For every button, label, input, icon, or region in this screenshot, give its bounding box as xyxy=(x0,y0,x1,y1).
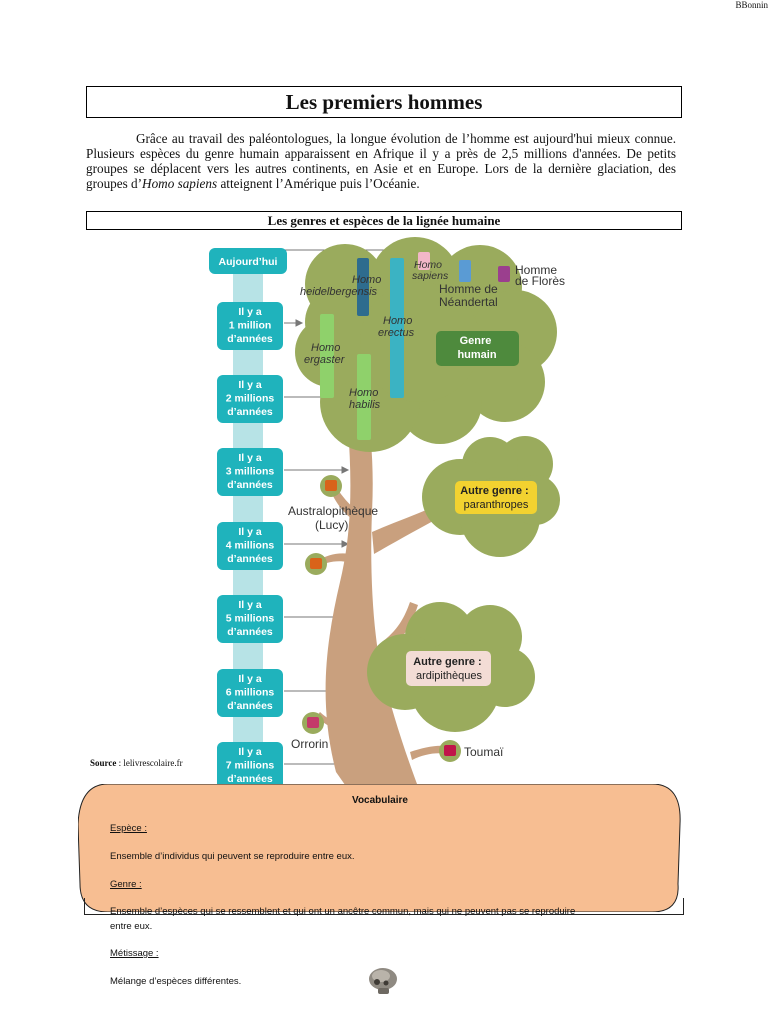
intro-text-end: atteignent l’Amérique puis l’Océanie. xyxy=(217,176,420,191)
term-genre: Genre : xyxy=(110,879,142,890)
timeline-box: Aujourd’hui xyxy=(209,248,287,274)
svg-text:Genre humain: Genre humain xyxy=(457,335,496,361)
image-source: Source : lelivrescolaire.fr xyxy=(90,758,183,768)
timeline-label: Aujourd’hui xyxy=(219,256,278,268)
label-homme-de-neandertal: Homme de Néandertal xyxy=(439,282,501,309)
vocabulary-box-edge xyxy=(84,898,684,915)
definition-metissage: Mélange d’espèces différentes. xyxy=(110,976,242,987)
source-text: : lelivrescolaire.fr xyxy=(116,758,183,768)
label-toumai: Toumaï xyxy=(464,745,504,759)
svg-text:Autre genre : paranthrop: Autre genre : paranthropes xyxy=(460,485,532,511)
author-name: BBonnin xyxy=(735,0,768,10)
definition-espece: Ensemble d’individus qui peuvent se repr… xyxy=(110,851,355,862)
genus-box-humain: Genre humain xyxy=(436,331,519,366)
bar-neandertal xyxy=(459,260,471,282)
bar-homo-sapiens xyxy=(418,252,430,270)
vocabulary-box-shape xyxy=(78,784,681,912)
term-espece: Espèce : xyxy=(110,823,147,834)
intro-paragraph: Grâce au travail des paléontologues, la … xyxy=(86,131,676,191)
genus-box-ardipitheques: Autre genre : ardipithèques xyxy=(406,651,491,686)
skull-image xyxy=(369,968,397,994)
intro-text: Grâce au travail des paléontologues, la … xyxy=(86,131,676,191)
bar-homo-erectus xyxy=(390,258,404,398)
human-lineage-tree: Homo heidelbergensis Homo sapiens Homo e… xyxy=(209,237,565,792)
bar-homme-de-flores xyxy=(498,266,510,282)
vocabulary-title: Vocabulaire xyxy=(352,795,408,806)
term-metissage: Métissage : xyxy=(110,948,159,959)
label-homo-sapiens: Homo sapiens xyxy=(412,259,449,282)
svg-text:Autre genre : ardipithèq: Autre genre : ardipithèques xyxy=(413,656,485,682)
marker-toumai xyxy=(444,745,456,756)
source-label: Source xyxy=(90,758,117,768)
label-homo-erectus: Homo erectus xyxy=(378,315,415,339)
bar-homo-ergaster xyxy=(320,314,334,398)
page-title: Les premiers hommes xyxy=(86,86,682,118)
marker-australopitheque-a xyxy=(325,480,337,491)
marker-australopitheque-b xyxy=(310,558,322,569)
figure-heading: Les genres et espèces de la lignée humai… xyxy=(86,211,682,230)
bar-homo-habilis xyxy=(357,354,371,440)
genus-box-paranthropes: Autre genre : paranthropes xyxy=(455,481,537,514)
label-homo-habilis: Homo habilis xyxy=(349,387,381,411)
label-australopitheque: Australopithèque (Lucy) xyxy=(288,504,381,532)
marker-orrorin xyxy=(307,717,319,728)
label-homo-heidelbergensis: Homo heidelbergensis xyxy=(300,274,384,298)
label-homme-de-flores: Homme de Florès xyxy=(515,263,565,288)
bar-homo-heidelbergensis xyxy=(357,258,369,316)
intro-species-name: Homo sapiens xyxy=(142,176,218,191)
label-homo-ergaster: Homo ergaster xyxy=(304,342,346,366)
label-orrorin: Orrorin xyxy=(291,737,328,751)
definition-genre-continued: entre eux. xyxy=(110,921,153,932)
definition-genre: Ensemble d’espèces qui se ressemblent et… xyxy=(110,906,576,917)
tree-trunk xyxy=(316,392,450,792)
